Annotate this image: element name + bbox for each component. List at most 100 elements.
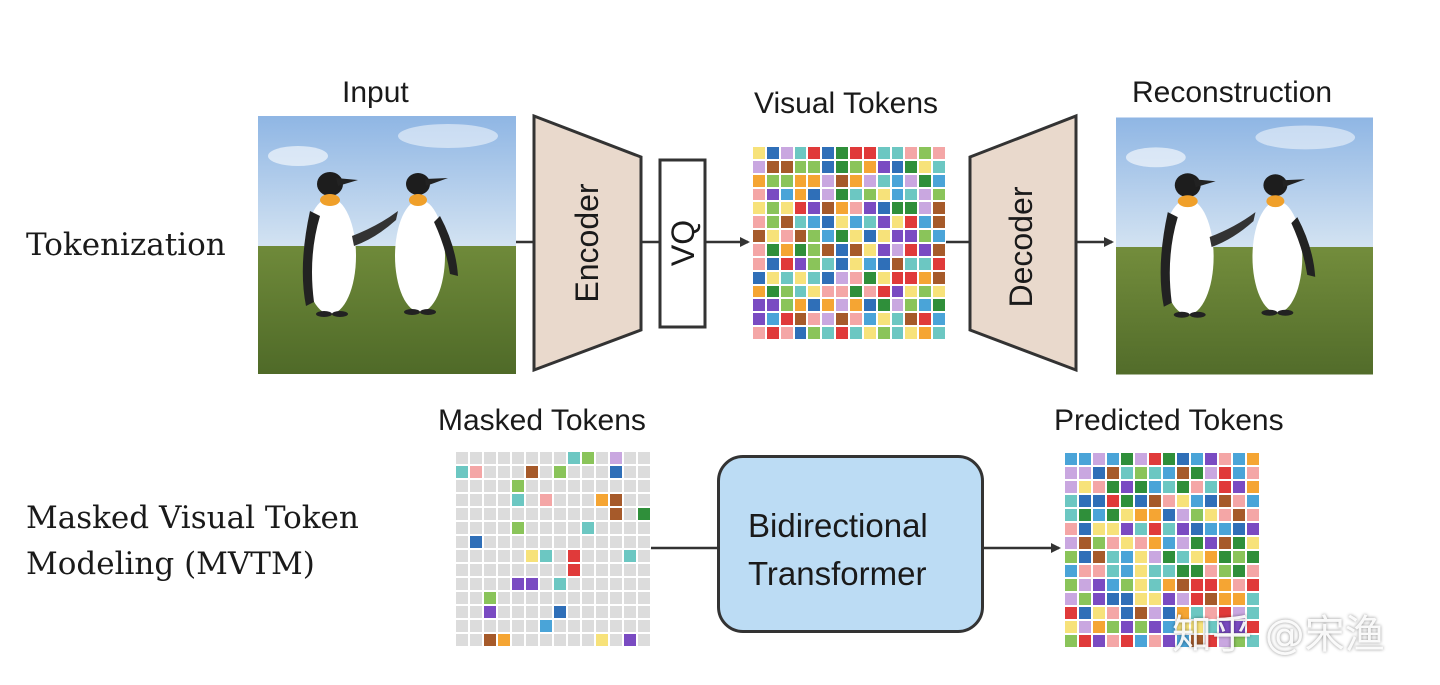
token-cell [779,312,794,327]
tokenization-label: Tokenization [26,227,226,263]
token-cell [483,507,497,521]
token-cell [918,284,933,299]
token-cell [595,535,609,549]
token-cell [890,298,905,313]
token-cell [1106,550,1120,564]
token-cell [1148,592,1162,606]
token-cell [581,605,595,619]
decoder-block [968,113,1078,373]
token-cell [539,479,553,493]
token-cell [511,619,525,633]
token-cell [623,633,637,647]
token-cell [848,312,863,327]
token-cell [1246,536,1260,550]
token-cell [609,493,623,507]
token-cell [1218,564,1232,578]
token-cell [932,229,946,243]
token-cell [765,215,780,230]
token-cell [1218,466,1232,480]
token-cell [525,521,539,535]
token-cell [876,312,891,327]
token-cell [581,479,595,493]
token-cell [821,201,836,216]
token-cell [1190,452,1204,466]
input-caption: Input [342,76,409,109]
token-cell [765,159,780,174]
token-cell [525,451,539,465]
token-cell [511,591,525,605]
token-cell [1148,578,1162,592]
token-cell [483,577,497,591]
token-cell [497,521,511,535]
token-cell [609,521,623,535]
token-cell [1092,620,1106,634]
token-cell [1232,508,1246,522]
token-cell [765,284,780,299]
token-cell [752,312,766,327]
token-cell [1064,536,1078,550]
token-cell [581,465,595,479]
token-cell [553,465,567,479]
token-cell [752,159,766,174]
token-cell [1232,452,1246,466]
token-cell [779,298,794,313]
token-cell [1106,508,1120,522]
token-cell [890,326,905,340]
token-cell [793,256,808,271]
token-cell [1064,564,1078,578]
token-cell [483,591,497,605]
token-cell [1176,536,1190,550]
token-cell [511,521,525,535]
token-cell [1176,522,1190,536]
token-cell [1204,578,1218,592]
token-cell [1120,536,1134,550]
token-cell [904,270,919,285]
token-cell [581,633,595,647]
token-cell [1232,578,1246,592]
token-cell [848,298,863,313]
token-cell [904,326,919,340]
token-cell [821,298,836,313]
transformer-label-line1: Bidirectional [748,507,928,544]
token-cell [793,298,808,313]
token-cell [1162,564,1176,578]
token-cell [1190,522,1204,536]
token-cell [497,577,511,591]
token-cell [497,619,511,633]
token-cell [455,577,469,591]
token-cell [455,633,469,647]
token-cell [1190,564,1204,578]
token-cell [793,187,808,202]
token-cell [1106,480,1120,494]
token-cell [1078,480,1092,494]
token-cell [567,549,581,563]
token-cell [609,549,623,563]
token-cell [483,633,497,647]
token-cell [1162,452,1176,466]
token-cell [1190,480,1204,494]
token-cell [821,242,836,257]
token-cell [1204,620,1218,634]
token-cell [1120,508,1134,522]
token-cell [1148,452,1162,466]
mvtm-label-line1: Masked Visual Token [26,500,359,536]
token-cell [1204,522,1218,536]
token-cell [511,563,525,577]
token-cell [1190,620,1204,634]
token-cell [469,493,483,507]
token-cell [1204,536,1218,550]
token-cell [904,173,919,188]
token-cell [609,563,623,577]
token-cell [1064,606,1078,620]
token-cell [932,159,946,174]
token-cell [1218,592,1232,606]
token-cell [595,507,609,521]
token-cell [609,479,623,493]
token-cell [1204,634,1218,648]
token-cell [1064,592,1078,606]
token-cell [1190,550,1204,564]
token-cell [497,591,511,605]
token-cell [511,465,525,479]
token-cell [483,535,497,549]
